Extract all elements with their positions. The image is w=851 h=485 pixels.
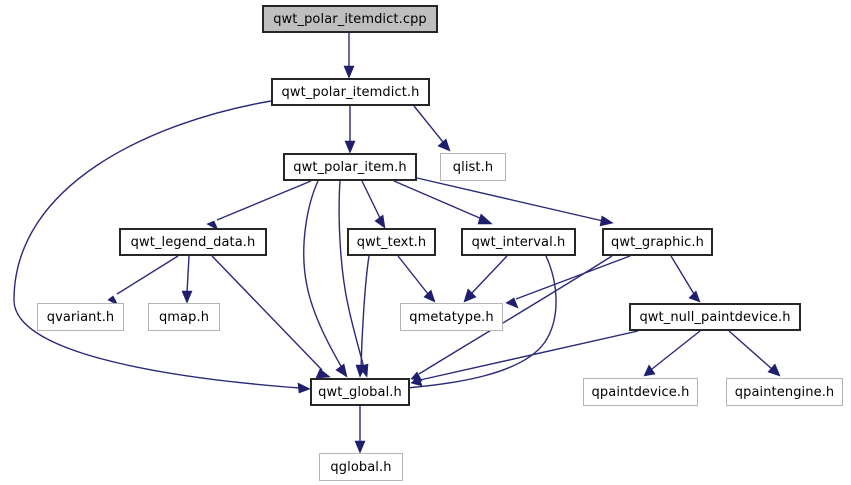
edge-arrowhead <box>423 289 436 303</box>
edge-arrowhead <box>688 290 701 303</box>
graph-node-label: qwt_graphic.h <box>611 234 704 250</box>
edge-arrowhead <box>344 140 356 154</box>
graph-node-label: qglobal.h <box>330 459 392 475</box>
graph-node-label: qwt_legend_data.h <box>130 234 256 250</box>
graph-node-label: qwt_polar_itemdict.cpp <box>273 11 427 27</box>
graph-edge <box>410 330 639 387</box>
graph-edge <box>354 406 366 454</box>
graph-node-qwt-polar-itemdict-h[interactable]: qwt_polar_itemdict.h <box>271 78 430 106</box>
graph-node-label: qvariant.h <box>46 309 115 325</box>
graph-edge <box>643 330 701 377</box>
graph-edge <box>728 330 781 377</box>
graph-edge <box>393 180 493 225</box>
graph-node-label: qpaintdevice.h <box>591 384 690 400</box>
graph-edge <box>181 255 193 304</box>
graph-node-label: qwt_interval.h <box>471 234 566 250</box>
graph-edge <box>361 180 386 229</box>
edge-arrowhead <box>463 288 477 303</box>
graph-node-qwt-polar-itemdict-cpp[interactable]: qwt_polar_itemdict.cpp <box>262 5 438 33</box>
graph-edge <box>206 180 312 231</box>
graph-edge <box>416 177 614 227</box>
graph-edge <box>211 255 331 379</box>
edge-arrowhead <box>297 382 311 394</box>
graph-edge <box>505 255 631 309</box>
edge-arrowhead <box>343 65 355 79</box>
graph-node-label: qmap.h <box>158 309 210 325</box>
edge-arrowhead <box>767 363 781 377</box>
graph-node-qwt-polar-item-h[interactable]: qwt_polar_item.h <box>283 153 417 181</box>
graph-edge <box>463 255 508 303</box>
graph-node-qmap-h[interactable]: qmap.h <box>148 303 220 331</box>
edge-arrowhead <box>181 290 193 304</box>
graph-node-qvariant-h[interactable]: qvariant.h <box>37 303 124 331</box>
graph-edge <box>107 255 179 306</box>
edge-arrowhead <box>505 297 519 309</box>
graph-node-qglobal-h[interactable]: qglobal.h <box>319 453 403 481</box>
edge-arrowhead <box>477 213 493 225</box>
graph-node-qwt-text-h[interactable]: qwt_text.h <box>347 228 436 256</box>
graph-edge <box>413 105 451 152</box>
edge-arrowhead <box>410 375 423 387</box>
edge-arrowhead <box>643 364 656 377</box>
graph-node-qwt-global-h[interactable]: qwt_global.h <box>310 378 410 406</box>
edge-arrowhead <box>599 215 614 227</box>
graph-node-label: qpaintengine.h <box>734 384 835 400</box>
graph-edge <box>303 180 348 378</box>
graph-node-label: qwt_text.h <box>356 234 427 250</box>
edge-arrowhead <box>315 368 331 379</box>
graph-node-qpaintengine-h[interactable]: qpaintengine.h <box>726 378 843 406</box>
edges-group <box>13 33 781 454</box>
edge-arrowhead <box>335 363 348 378</box>
edge-arrowhead <box>374 214 386 229</box>
edge-arrowhead <box>206 220 219 231</box>
graph-node-label: qlist.h <box>452 159 494 175</box>
graph-node-qlist-h[interactable]: qlist.h <box>440 153 506 181</box>
graph-edge <box>670 255 701 303</box>
graph-node-label: qwt_global.h <box>318 384 402 400</box>
graph-edge <box>13 100 311 394</box>
graph-edge <box>397 255 436 303</box>
graph-node-qwt-null-paintdevice-h[interactable]: qwt_null_paintdevice.h <box>629 303 801 331</box>
graph-node-qwt-graphic-h[interactable]: qwt_graphic.h <box>602 228 713 256</box>
edge-arrowhead <box>437 138 451 152</box>
graph-node-qmetatype-h[interactable]: qmetatype.h <box>400 303 503 331</box>
graph-node-qpaintdevice-h[interactable]: qpaintdevice.h <box>583 378 698 406</box>
graph-node-qwt-legend-data-h[interactable]: qwt_legend_data.h <box>119 228 267 256</box>
edge-arrowhead <box>354 440 366 454</box>
graph-node-label: qwt_null_paintdevice.h <box>639 309 791 325</box>
edge-arrowhead <box>355 364 367 378</box>
graph-node-label: qmetatype.h <box>409 309 494 325</box>
graph-edge <box>344 106 356 154</box>
graph-edge <box>343 33 355 79</box>
graph-node-qwt-interval-h[interactable]: qwt_interval.h <box>461 228 576 256</box>
graph-node-label: qwt_polar_itemdict.h <box>281 84 420 100</box>
graph-edge <box>338 180 369 378</box>
graph-edge <box>355 255 370 378</box>
edge-arrowhead <box>107 295 119 306</box>
graph-node-label: qwt_polar_item.h <box>293 159 407 175</box>
